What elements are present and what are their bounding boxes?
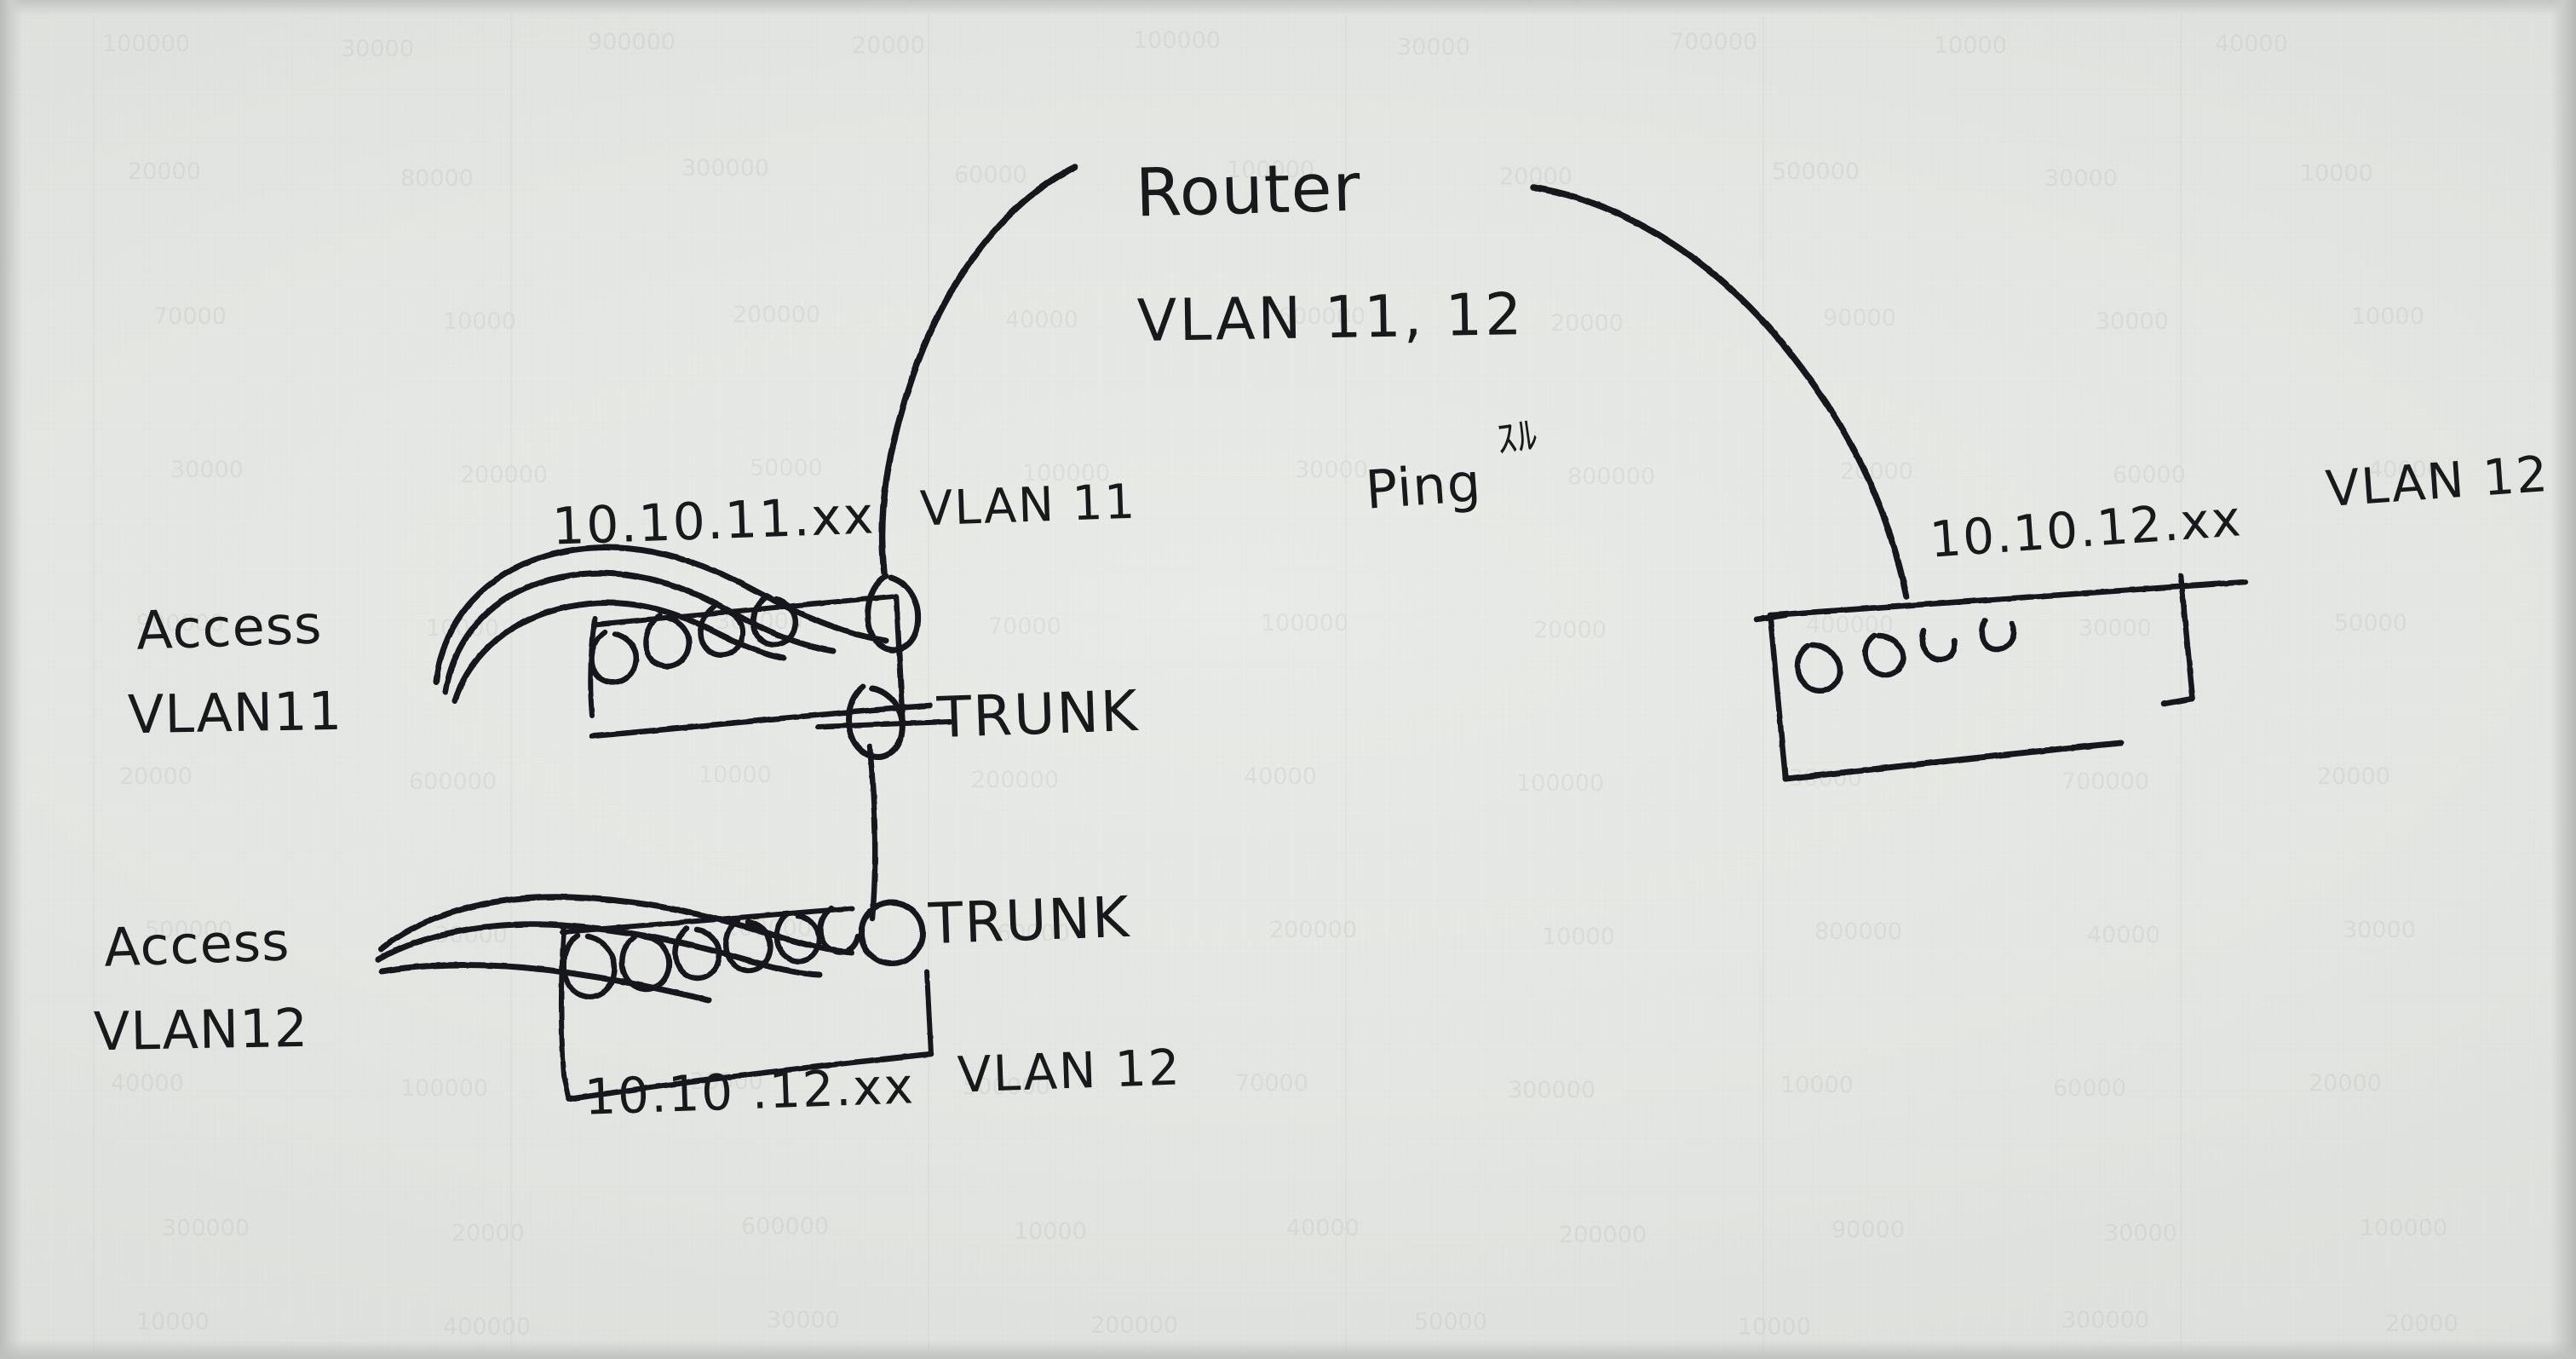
- lower-switch-bracket-left: [561, 1073, 572, 1102]
- ping-annotation-label: ｽﾙ: [1493, 411, 1541, 464]
- upper-switch-right-edge: [893, 593, 906, 724]
- upper-trunk-crossline: [815, 719, 953, 729]
- link-curve-switch-to-router-left: [878, 164, 1078, 576]
- upper-switch-top-edge: [591, 594, 895, 627]
- right-switch-port-4: [1979, 617, 2017, 653]
- access-vlan12-label-line2: VLAN12: [93, 996, 309, 1063]
- lower-switch-bracket-right: [924, 969, 934, 1057]
- router-vlans-label: VLAN 11, 12: [1136, 281, 1525, 355]
- access-vlan11-label-line1: Access: [135, 593, 324, 662]
- trunk-vertical-cable: [866, 743, 878, 922]
- upper-switch-cable-arc-1: [433, 544, 889, 685]
- access-vlan12-label-line1: Access: [102, 910, 291, 979]
- trunk-upper-label: TRUNK: [935, 677, 1141, 751]
- lower-trunk-port-circle: [858, 899, 926, 967]
- upper-switch-port-2: [642, 612, 693, 670]
- upper-switch-bottom-edge: [589, 702, 934, 740]
- paper-edge-left: [0, 0, 22, 1359]
- upper-switch-cable-arc-2: [442, 570, 837, 695]
- upper-trunk-port-loop: [845, 683, 906, 760]
- right-switch-box-bottom: [1782, 740, 2125, 782]
- right-switch-port-3: [1919, 627, 1958, 663]
- router-title: Router: [1134, 149, 1362, 233]
- paper-edge-top: [0, 0, 2576, 15]
- upper-switch-port-1: [589, 629, 640, 686]
- lower-switch-cable-arc-2: [375, 921, 823, 978]
- paper-edge-bottom: [0, 1340, 2576, 1359]
- bottom-switch-vlan-label: VLAN 12: [956, 1038, 1182, 1104]
- upper-switch-cable-arc-3: [451, 600, 787, 704]
- right-switch-port-2: [1862, 632, 1906, 678]
- right-switch-box-right: [2177, 573, 2196, 702]
- right-switch-box-top: [1767, 579, 2249, 619]
- lower-switch-left-stub: [559, 926, 566, 1078]
- link-curve-router-to-right-switch: [1530, 184, 1910, 600]
- right-switch-box-left: [1767, 612, 1789, 782]
- lower-switch-cable-arc-1: [377, 894, 855, 956]
- access-vlan11-label-line2: VLAN11: [127, 679, 343, 746]
- left-switch-ip-label: 10.10.11.xx: [550, 486, 877, 557]
- bottom-switch-ip-label: 10.10 .12.xx: [583, 1057, 916, 1126]
- paper-edge-right: [2550, 0, 2576, 1359]
- right-switch-vlan-label: VLAN 12: [2323, 444, 2551, 519]
- trunk-lower-label: TRUNK: [927, 884, 1132, 958]
- lower-switch-port-3: [672, 925, 722, 982]
- lower-switch-port-6: [817, 905, 861, 955]
- right-switch-box-right-foot: [2160, 695, 2196, 707]
- lower-switch-bracket-bottom: [566, 1051, 934, 1103]
- right-switch-box-top-left-cap: [1753, 612, 1789, 623]
- upper-switch-uplink-port: [865, 573, 922, 654]
- lower-switch-cable-arc-3: [378, 962, 712, 1004]
- right-switch-port-1: [1794, 642, 1843, 694]
- lower-switch-port-1: [561, 932, 618, 1000]
- left-switch-vlan-label: VLAN 11: [918, 474, 1138, 538]
- ping-label: Ping: [1363, 451, 1484, 521]
